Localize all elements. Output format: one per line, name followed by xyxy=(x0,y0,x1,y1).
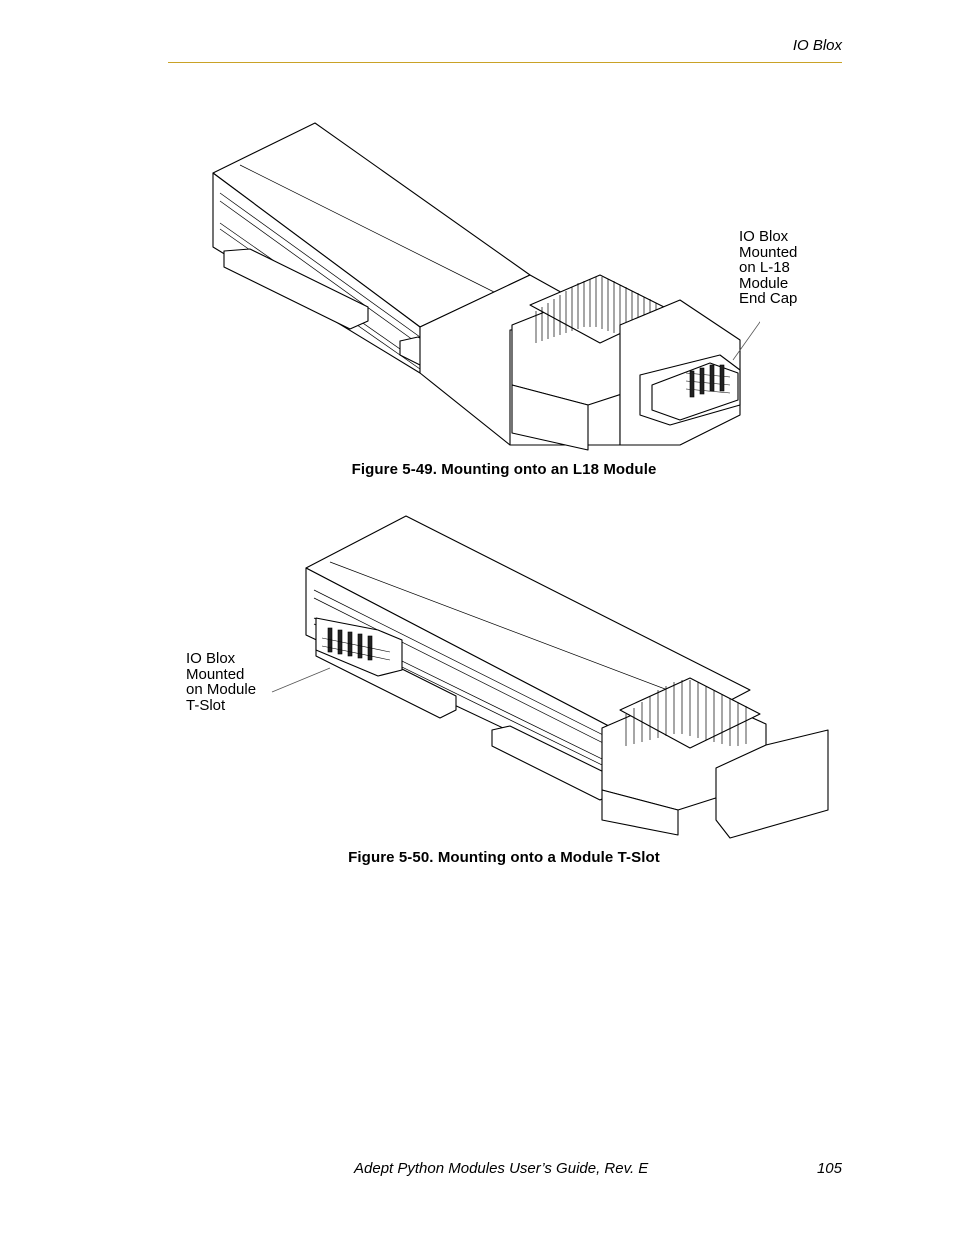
header-rule xyxy=(168,62,842,63)
figure-5-50-callout: IO Blox Mounted on Module T-Slot xyxy=(186,650,257,714)
footer-page-number: 105 xyxy=(816,1160,842,1177)
io-blox-t-slot-unit xyxy=(315,617,403,677)
figure-5-49-illustration xyxy=(212,122,760,451)
figure-5-49-caption: Figure 5-49. Mounting onto an L18 Module xyxy=(351,461,657,478)
figure-5-50-caption: Figure 5-50. Mounting onto a Module T-Sl… xyxy=(348,849,660,866)
figure-5-50-illustration xyxy=(271,515,829,839)
io-blox-end-cap-unit xyxy=(651,362,739,421)
heatsink-fins-2 xyxy=(619,677,761,749)
footer-document-title: Adept Python Modules User’s Guide, Rev. … xyxy=(354,1160,649,1177)
running-header-title: IO Blox xyxy=(792,37,842,54)
figure-5-49-callout: IO Blox Mounted on L-18 Module End Cap xyxy=(739,228,798,307)
